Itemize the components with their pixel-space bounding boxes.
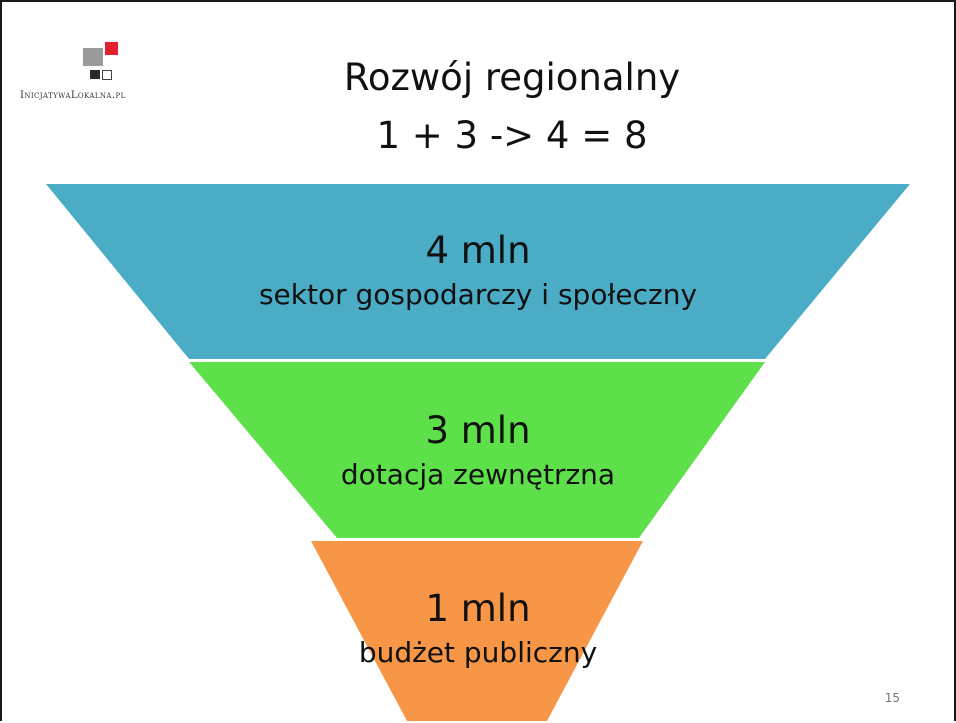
logo-gray-square <box>83 48 103 66</box>
logo-outline-square <box>102 70 112 80</box>
tier-middle: 3 mln dotacja zewnętrzna <box>278 412 678 489</box>
logo-red-square <box>105 42 118 55</box>
tier-middle-value: 3 mln <box>425 409 531 452</box>
tier-top-shape <box>46 184 910 359</box>
tier-bottom-desc: budżet publiczny <box>358 636 598 669</box>
tier-bottom-value: 1 mln <box>425 587 531 630</box>
title-line-1: Rozwój regionalny <box>343 56 681 99</box>
logo-text: InicjatywaLokalna.pl <box>20 90 126 101</box>
logo: InicjatywaLokalna.pl <box>20 38 190 108</box>
tier-middle-desc: dotacja zewnętrzna <box>340 458 616 491</box>
logo-dark-square <box>90 70 100 79</box>
slide-number: 15 <box>884 691 900 705</box>
tier-bottom-shape <box>311 541 643 721</box>
tier-bottom: 1 mln budżet publiczny <box>328 590 628 667</box>
tier-top-desc: sektor gospodarczy i społeczny <box>258 278 698 311</box>
tier-top: 4 mln sektor gospodarczy i społeczny <box>198 232 758 309</box>
tier-middle-shape <box>189 362 765 538</box>
title-line-2: 1 + 3 -> 4 = 8 <box>376 114 648 157</box>
tier-top-value: 4 mln <box>425 229 531 272</box>
